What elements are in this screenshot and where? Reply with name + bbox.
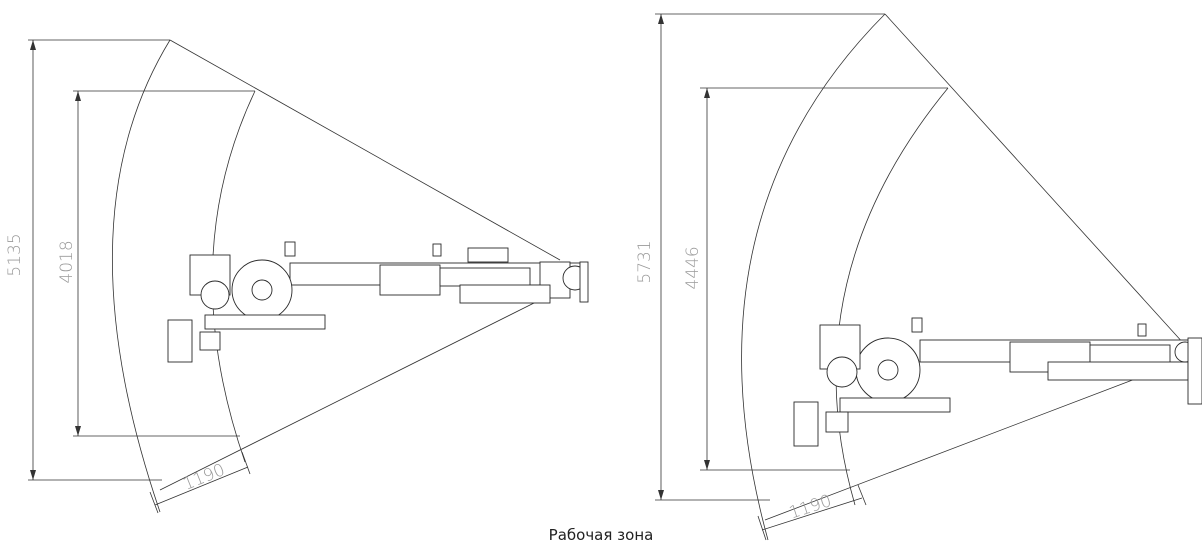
right-machine — [793, 317, 1202, 447]
left-inner-height-label: 4018 — [57, 240, 77, 283]
right-diagram: 5731 4446 1190 — [635, 13, 1202, 541]
right-outer-height-label: 5731 — [635, 240, 655, 283]
left-diagram: 5135 4018 1190 — [5, 39, 589, 514]
right-arc-width-label: 1190 — [787, 491, 834, 523]
caption: Рабочая зона — [548, 526, 654, 544]
right-inner-height-label: 4446 — [683, 246, 703, 289]
left-outer-height-label: 5135 — [5, 233, 25, 276]
left-machine — [167, 241, 589, 363]
left-arc-width-label: 1190 — [180, 460, 228, 495]
